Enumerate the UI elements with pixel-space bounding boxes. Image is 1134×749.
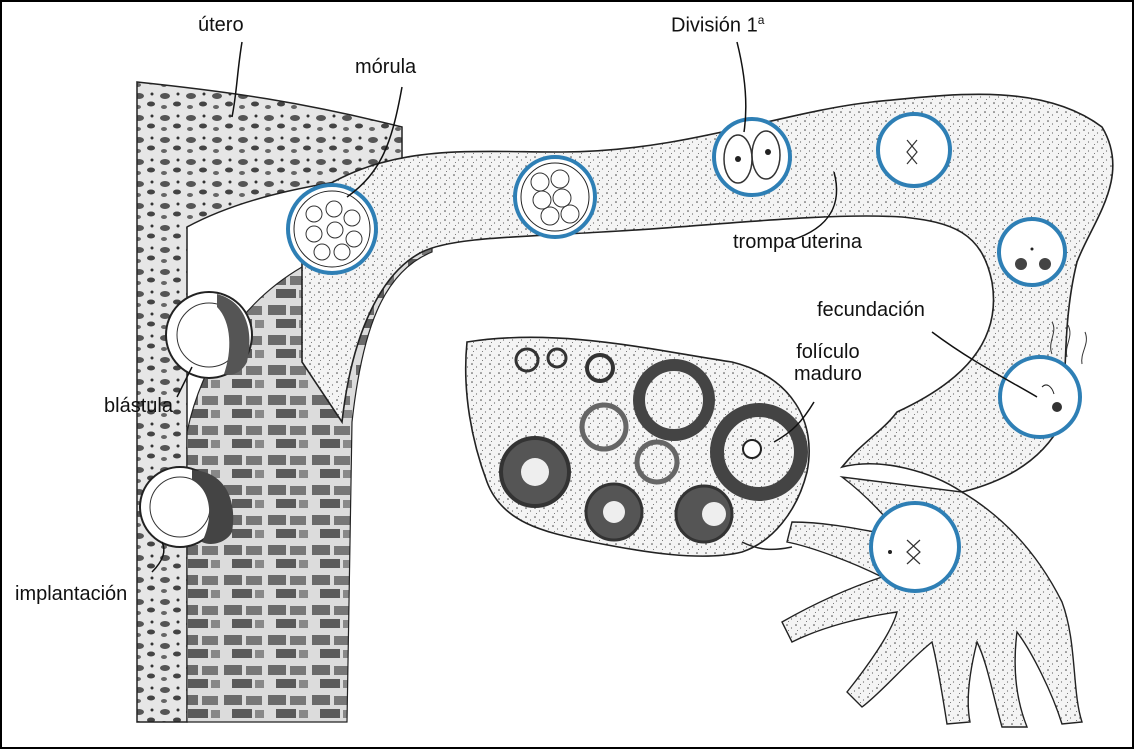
label-morula: mórula [355, 56, 416, 78]
label-blastula: blástula [104, 395, 173, 417]
first-division-cell [714, 119, 790, 195]
label-division: División 1a [671, 14, 764, 37]
label-foliculo-line2: maduro [794, 363, 862, 385]
label-division-sup: a [758, 13, 765, 27]
label-foliculo-line1: folículo [794, 341, 862, 363]
morula-cell-2 [515, 157, 595, 237]
zygote-spindle-cell [878, 114, 950, 186]
blastula-cell [166, 292, 252, 378]
oocyte-cell [871, 503, 959, 591]
label-foliculo-maduro: folículo maduro [794, 341, 862, 385]
label-fecundacion: fecundación [817, 299, 925, 321]
morula-cell [288, 185, 376, 273]
label-utero: útero [198, 14, 244, 36]
label-implantacion: implantación [15, 583, 127, 605]
label-trompa-uterina: trompa uterina [733, 231, 862, 253]
pronuclei-cell [999, 219, 1065, 285]
label-division-text: División 1 [671, 15, 758, 37]
